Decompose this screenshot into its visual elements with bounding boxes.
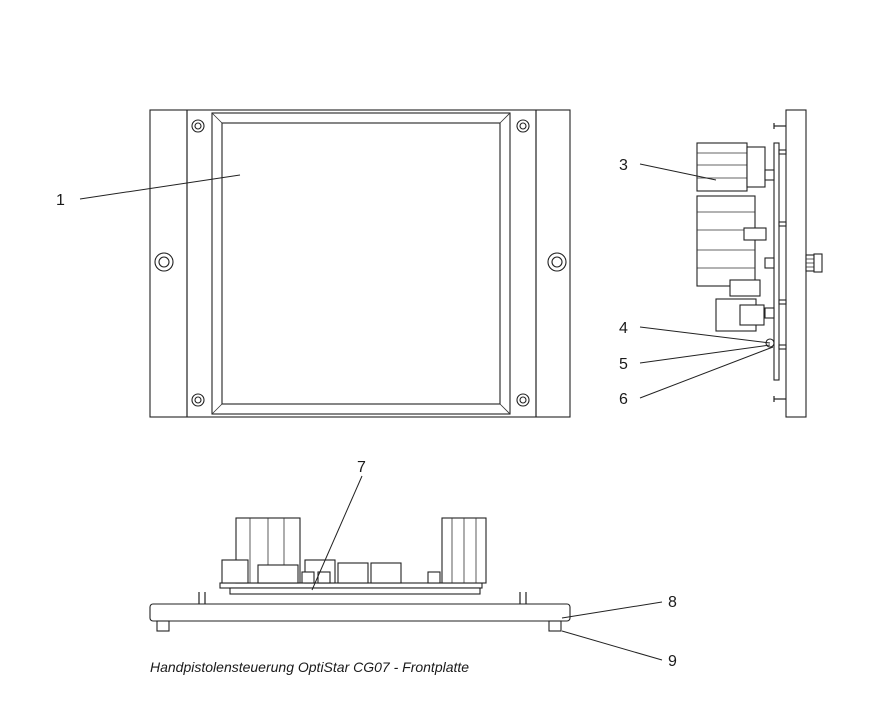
callout-1: 1 bbox=[56, 192, 65, 209]
foot-left bbox=[156, 620, 170, 632]
bottom-circuit-board bbox=[219, 582, 483, 589]
callout-4: 4 bbox=[619, 320, 628, 337]
callout-3: 3 bbox=[619, 157, 628, 174]
callout-8: 8 bbox=[668, 594, 677, 611]
screw-bottom-left bbox=[191, 393, 205, 407]
front-view bbox=[149, 109, 571, 418]
side-plate bbox=[785, 109, 807, 418]
foot-right bbox=[548, 620, 562, 632]
side-component-middle bbox=[696, 195, 756, 287]
side-component-upper bbox=[696, 142, 748, 192]
callout-9: 9 bbox=[668, 653, 677, 670]
bottom-view bbox=[149, 517, 571, 632]
bottom-plate bbox=[149, 603, 571, 622]
display-screen bbox=[221, 122, 501, 405]
callout-5: 5 bbox=[619, 356, 628, 373]
callout-6: 6 bbox=[619, 391, 628, 408]
figure-caption: Handpistolensteuerung OptiStar CG07 - Fr… bbox=[150, 659, 469, 675]
screw-bottom-right bbox=[516, 393, 530, 407]
mount-hole-left bbox=[154, 252, 174, 272]
leader-lines bbox=[79, 163, 774, 661]
mount-hole-right bbox=[547, 252, 567, 272]
screw-top-right bbox=[516, 119, 530, 133]
screw-top-left bbox=[191, 119, 205, 133]
callout-7: 7 bbox=[357, 459, 366, 476]
side-circuit-board bbox=[773, 142, 780, 381]
side-view bbox=[696, 109, 823, 418]
